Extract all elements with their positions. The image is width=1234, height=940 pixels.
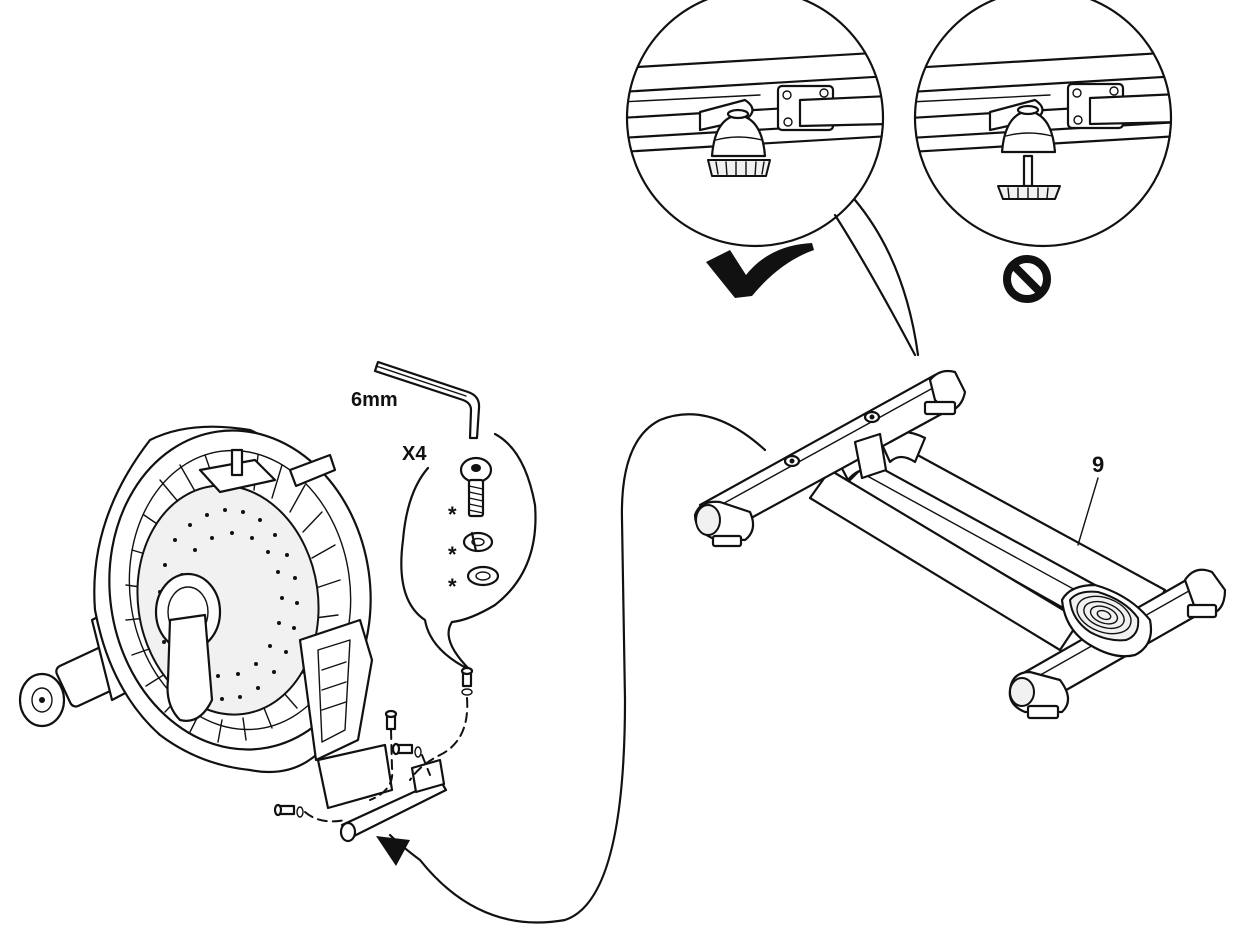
- spring-washer-icon: [462, 531, 494, 553]
- frame-bolts: [273, 666, 474, 818]
- wrench-size-label: 6mm: [351, 389, 398, 411]
- assembly-direction-arrow: [376, 413, 767, 924]
- callout-correct-leveler: [625, 0, 920, 357]
- prohibited-icon: [1003, 255, 1051, 303]
- quantity-label: X4: [402, 443, 427, 465]
- asterisk-flat-washer: *: [448, 574, 457, 599]
- flywheel-main-frame: [18, 425, 448, 843]
- checkmark-icon: [706, 243, 814, 298]
- hardware-callout: [400, 432, 537, 672]
- stabilizer-part-9: [693, 369, 1227, 720]
- allen-wrench-icon: [373, 360, 481, 440]
- callout-incorrect-leveler: [913, 0, 1173, 248]
- bolt-icon: [459, 456, 493, 518]
- asterisk-spring-washer: *: [448, 542, 457, 567]
- flat-washer-icon: [466, 565, 500, 587]
- part-number-label: 9: [1092, 452, 1104, 477]
- assembly-guide-lines: [304, 697, 469, 823]
- asterisk-bolt: *: [448, 502, 457, 527]
